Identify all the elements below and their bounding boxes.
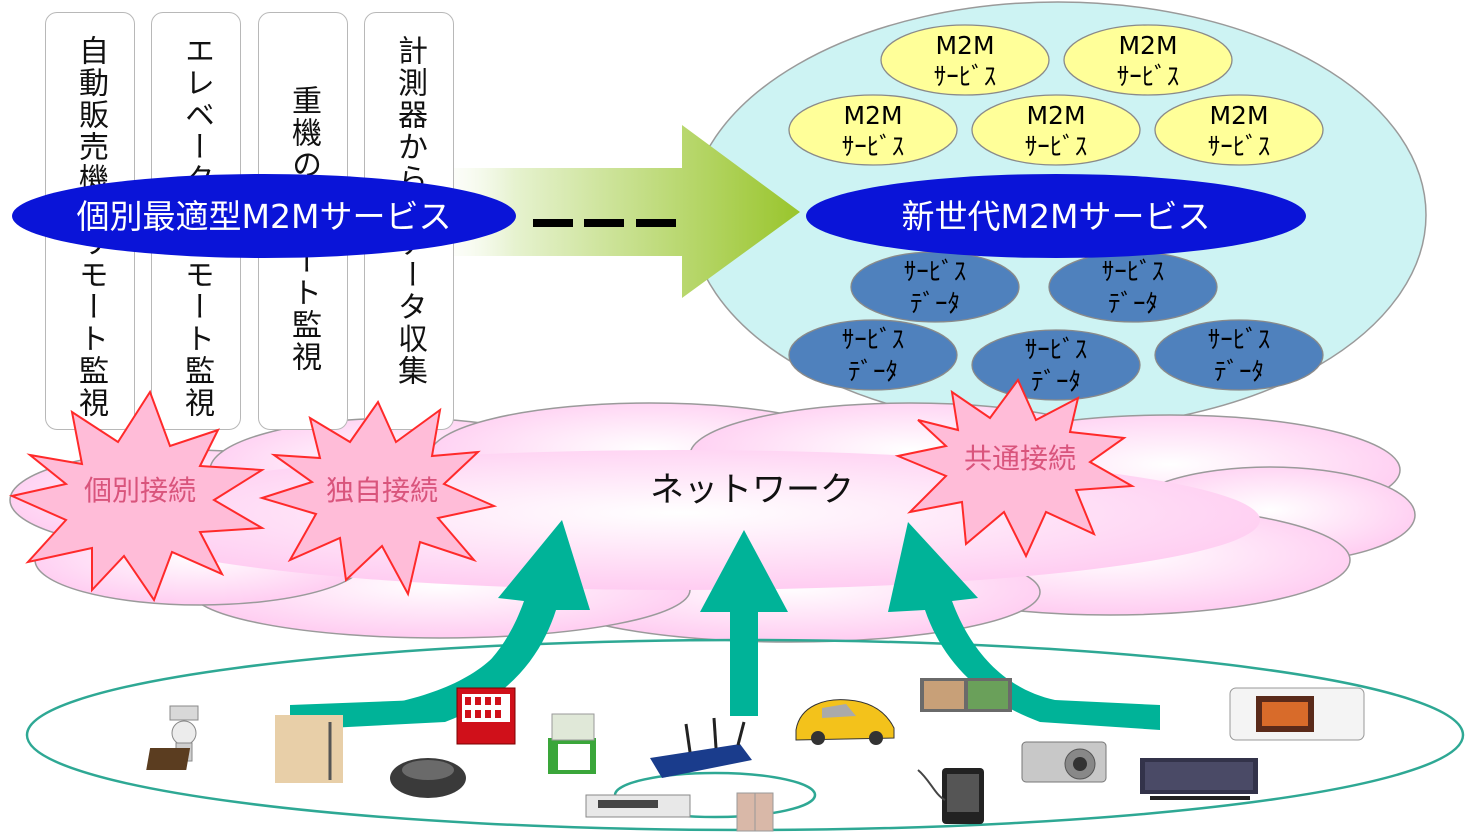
dash-marks bbox=[533, 219, 676, 227]
individual-m2m-service-ellipse bbox=[12, 174, 516, 258]
m2m-service: M2M ｻｰﾋﾞｽ bbox=[788, 94, 958, 166]
m2m-service: M2M ｻｰﾋﾞｽ bbox=[880, 24, 1050, 96]
service-data-line1: ｻｰﾋﾞｽ bbox=[1025, 335, 1088, 364]
m2m-service: M2M ｻｰﾋﾞｽ bbox=[1063, 24, 1233, 96]
m2m-services: M2M ｻｰﾋﾞｽ M2M ｻｰﾋﾞｽ M2M ｻｰﾋﾞｽ M2M ｻｰﾋﾞｽ … bbox=[788, 24, 1324, 166]
m2m-service-line2: ｻｰﾋﾞｽ bbox=[1025, 132, 1088, 161]
m2m-service-line1: M2M bbox=[1118, 31, 1177, 60]
digital-photo-frame-icon bbox=[1229, 687, 1365, 741]
m2m-service: M2M ｻｰﾋﾞｽ bbox=[1154, 94, 1324, 166]
service-data-item: ｻｰﾋﾞｽ ﾃﾞｰﾀ bbox=[788, 319, 958, 391]
service-data-line1: ｻｰﾋﾞｽ bbox=[904, 257, 967, 286]
m2m-service-line2: ｻｰﾋﾞｽ bbox=[842, 132, 905, 161]
service-data-line2: ﾃﾞｰﾀ bbox=[848, 357, 898, 386]
navigation-display-icon bbox=[920, 678, 1012, 712]
service-data-line2: ﾃﾞｰﾀ bbox=[910, 289, 960, 318]
service-data-item: ｻｰﾋﾞｽ ﾃﾞｰﾀ bbox=[971, 329, 1141, 401]
service-data-line1: ｻｰﾋﾞｽ bbox=[1102, 257, 1165, 286]
printer-icon bbox=[585, 794, 691, 818]
kiosk-icon bbox=[548, 713, 596, 774]
service-data-line2: ﾃﾞｰﾀ bbox=[1031, 367, 1081, 396]
burst-proprietary-label: 独自接続 bbox=[326, 474, 438, 507]
disc-device-icon bbox=[390, 758, 466, 798]
solar-sensor-icon bbox=[146, 715, 343, 783]
burst-individual-label: 個別接続 bbox=[84, 474, 196, 507]
service-data-line1: ｻｰﾋﾞｽ bbox=[1208, 325, 1271, 354]
new-m2m-service-ellipse bbox=[806, 174, 1306, 258]
service-data-item: ｻｰﾋﾞｽ ﾃﾞｰﾀ bbox=[1154, 319, 1324, 391]
router-icon bbox=[650, 717, 752, 778]
service-data: ｻｰﾋﾞｽ ﾃﾞｰﾀ ｻｰﾋﾞｽ ﾃﾞｰﾀ ｻｰﾋﾞｽ ﾃﾞｰﾀ ｻｰﾋﾞｽ ﾃ… bbox=[788, 251, 1324, 401]
m2m-service-line2: ｻｰﾋﾞｽ bbox=[1117, 62, 1180, 91]
service-data-line2: ﾃﾞｰﾀ bbox=[1214, 357, 1264, 386]
network-label: ネットワーク bbox=[650, 470, 854, 510]
transition-arrow bbox=[420, 125, 800, 298]
individual-m2m-service-label: 個別最適型M2Mサービス bbox=[77, 197, 452, 236]
digital-camera-icon bbox=[1021, 741, 1107, 783]
m2m-service-line1: M2M bbox=[935, 31, 994, 60]
burst-proprietary: 独自接続 bbox=[258, 399, 498, 597]
m2m-service: M2M ｻｰﾋﾞｽ bbox=[971, 94, 1141, 166]
m2m-service-line1: M2M bbox=[1026, 101, 1085, 130]
m2m-service-line2: ｻｰﾋﾞｽ bbox=[1208, 132, 1271, 161]
m2m-service-line2: ｻｰﾋﾞｽ bbox=[934, 62, 997, 91]
m2m-service-line1: M2M bbox=[1209, 101, 1268, 130]
devices bbox=[146, 678, 1365, 832]
refrigerator-icon bbox=[736, 792, 774, 832]
service-data-item: ｻｰﾋﾞｽ ﾃﾞｰﾀ bbox=[850, 251, 1020, 323]
electric-car-icon bbox=[795, 699, 895, 745]
burst-common: 共通接続 bbox=[894, 378, 1136, 559]
burst-individual: 個別接続 bbox=[8, 389, 266, 603]
burst-common-label: 共通接続 bbox=[964, 442, 1076, 475]
service-data-line1: ｻｰﾋﾞｽ bbox=[842, 325, 905, 354]
service-data-line2: ﾃﾞｰﾀ bbox=[1108, 289, 1158, 318]
vending-machine-icon bbox=[456, 687, 516, 745]
m2m-service-line1: M2M bbox=[843, 101, 902, 130]
media-player-icon bbox=[917, 768, 984, 824]
tv-icon bbox=[1140, 758, 1258, 800]
new-m2m-service-label: 新世代M2Mサービス bbox=[902, 197, 1211, 236]
